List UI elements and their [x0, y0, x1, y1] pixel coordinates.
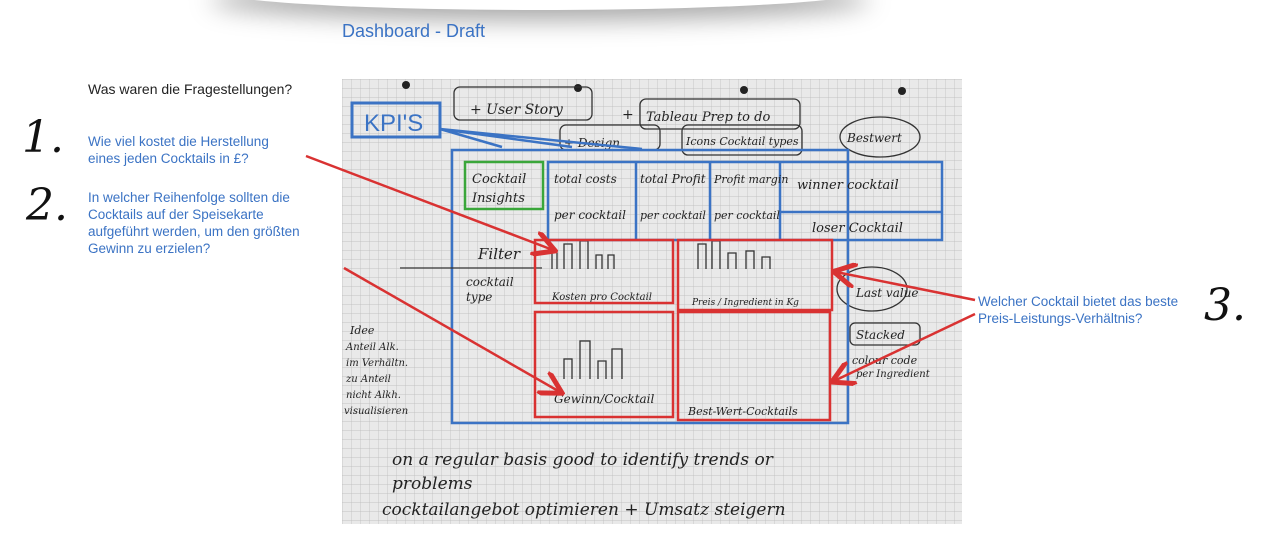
- svg-text:on a regular basis good to ide: on a regular basis good to identify tren…: [392, 450, 774, 470]
- question-2-line: aufgeführt werden, um den größten: [88, 224, 300, 239]
- sketch-photo: + User Story + Tableau Prep to do + Desi…: [342, 79, 962, 524]
- svg-text:Icons Cocktail types: Icons Cocktail types: [685, 135, 799, 148]
- svg-text:+: +: [622, 107, 634, 123]
- svg-text:winner cocktail: winner cocktail: [797, 178, 899, 193]
- svg-text:Bestwert: Bestwert: [846, 131, 902, 145]
- svg-text:Tableau Prep to do: Tableau Prep to do: [646, 110, 770, 125]
- svg-text:im Verhältn.: im Verhältn.: [346, 358, 408, 369]
- svg-text:total Profit: total Profit: [640, 172, 706, 186]
- question-2-line: In welcher Reihenfolge sollten die: [88, 190, 290, 205]
- question-1: Wie viel kostet die Herstellung eines je…: [88, 133, 269, 167]
- svg-text:Stacked: Stacked: [856, 328, 905, 342]
- question-2-line: Cocktails auf der Speisekarte: [88, 207, 264, 222]
- svg-text:cocktailangebot optimieren + U: cocktailangebot optimieren + Umsatz stei…: [382, 500, 786, 520]
- question-2-line: Gewinn zu erzielen?: [88, 241, 211, 256]
- question-number-2: 2.: [26, 180, 68, 231]
- question-3: Welcher Cocktail bietet das beste Preis-…: [978, 293, 1178, 327]
- svg-text:Anteil Alk.: Anteil Alk.: [345, 342, 399, 353]
- kpi-label: KPI'S: [364, 110, 423, 137]
- svg-text:Insights: Insights: [471, 191, 525, 206]
- svg-text:Preis / Ingredient in Kg: Preis / Ingredient in Kg: [691, 298, 799, 308]
- questions-heading: Was waren die Fragestellungen?: [88, 81, 293, 97]
- svg-text:nicht Alkh.: nicht Alkh.: [346, 390, 401, 401]
- question-3-line: Preis-Leistungs-Verhältnis?: [978, 311, 1143, 326]
- question-2: In welcher Reihenfolge sollten die Cockt…: [88, 189, 300, 257]
- svg-text:Last value: Last value: [855, 286, 919, 300]
- question-number-3: 3.: [1204, 280, 1246, 331]
- svg-text:Filter: Filter: [477, 245, 521, 263]
- svg-text:colour code: colour code: [852, 354, 918, 367]
- svg-text:Cocktail: Cocktail: [472, 172, 526, 187]
- top-shadow: [210, 0, 870, 10]
- question-1-line: Wie viel kostet die Herstellung: [88, 134, 269, 149]
- svg-text:per Ingredient: per Ingredient: [856, 369, 931, 380]
- svg-text:+ User Story: + User Story: [470, 102, 564, 118]
- svg-text:loser Cocktail: loser Cocktail: [812, 221, 903, 236]
- question-number-1: 1.: [22, 112, 64, 163]
- svg-text:per cocktail: per cocktail: [714, 209, 780, 222]
- svg-text:Profit margin: Profit margin: [713, 173, 788, 186]
- svg-text:Gewinn/Cocktail: Gewinn/Cocktail: [554, 392, 655, 406]
- svg-text:per cocktail: per cocktail: [554, 208, 626, 222]
- svg-text:zu Anteil: zu Anteil: [345, 374, 391, 385]
- svg-text:type: type: [466, 290, 492, 304]
- svg-text:problems: problems: [392, 474, 473, 494]
- question-3-line: Welcher Cocktail bietet das beste: [978, 294, 1179, 309]
- svg-text:Kosten pro Cocktail: Kosten pro Cocktail: [551, 292, 652, 303]
- svg-text:cocktail: cocktail: [466, 275, 514, 289]
- svg-text:per cocktail: per cocktail: [640, 209, 706, 222]
- question-1-line: eines jeden Cocktails in £?: [88, 151, 249, 166]
- page-title: Dashboard - Draft: [342, 21, 486, 41]
- svg-text:total costs: total costs: [554, 172, 617, 186]
- svg-text:Idee: Idee: [349, 324, 375, 337]
- svg-text:Best-Wert-Cocktails: Best-Wert-Cocktails: [687, 405, 798, 418]
- svg-text:visualisieren: visualisieren: [344, 406, 408, 417]
